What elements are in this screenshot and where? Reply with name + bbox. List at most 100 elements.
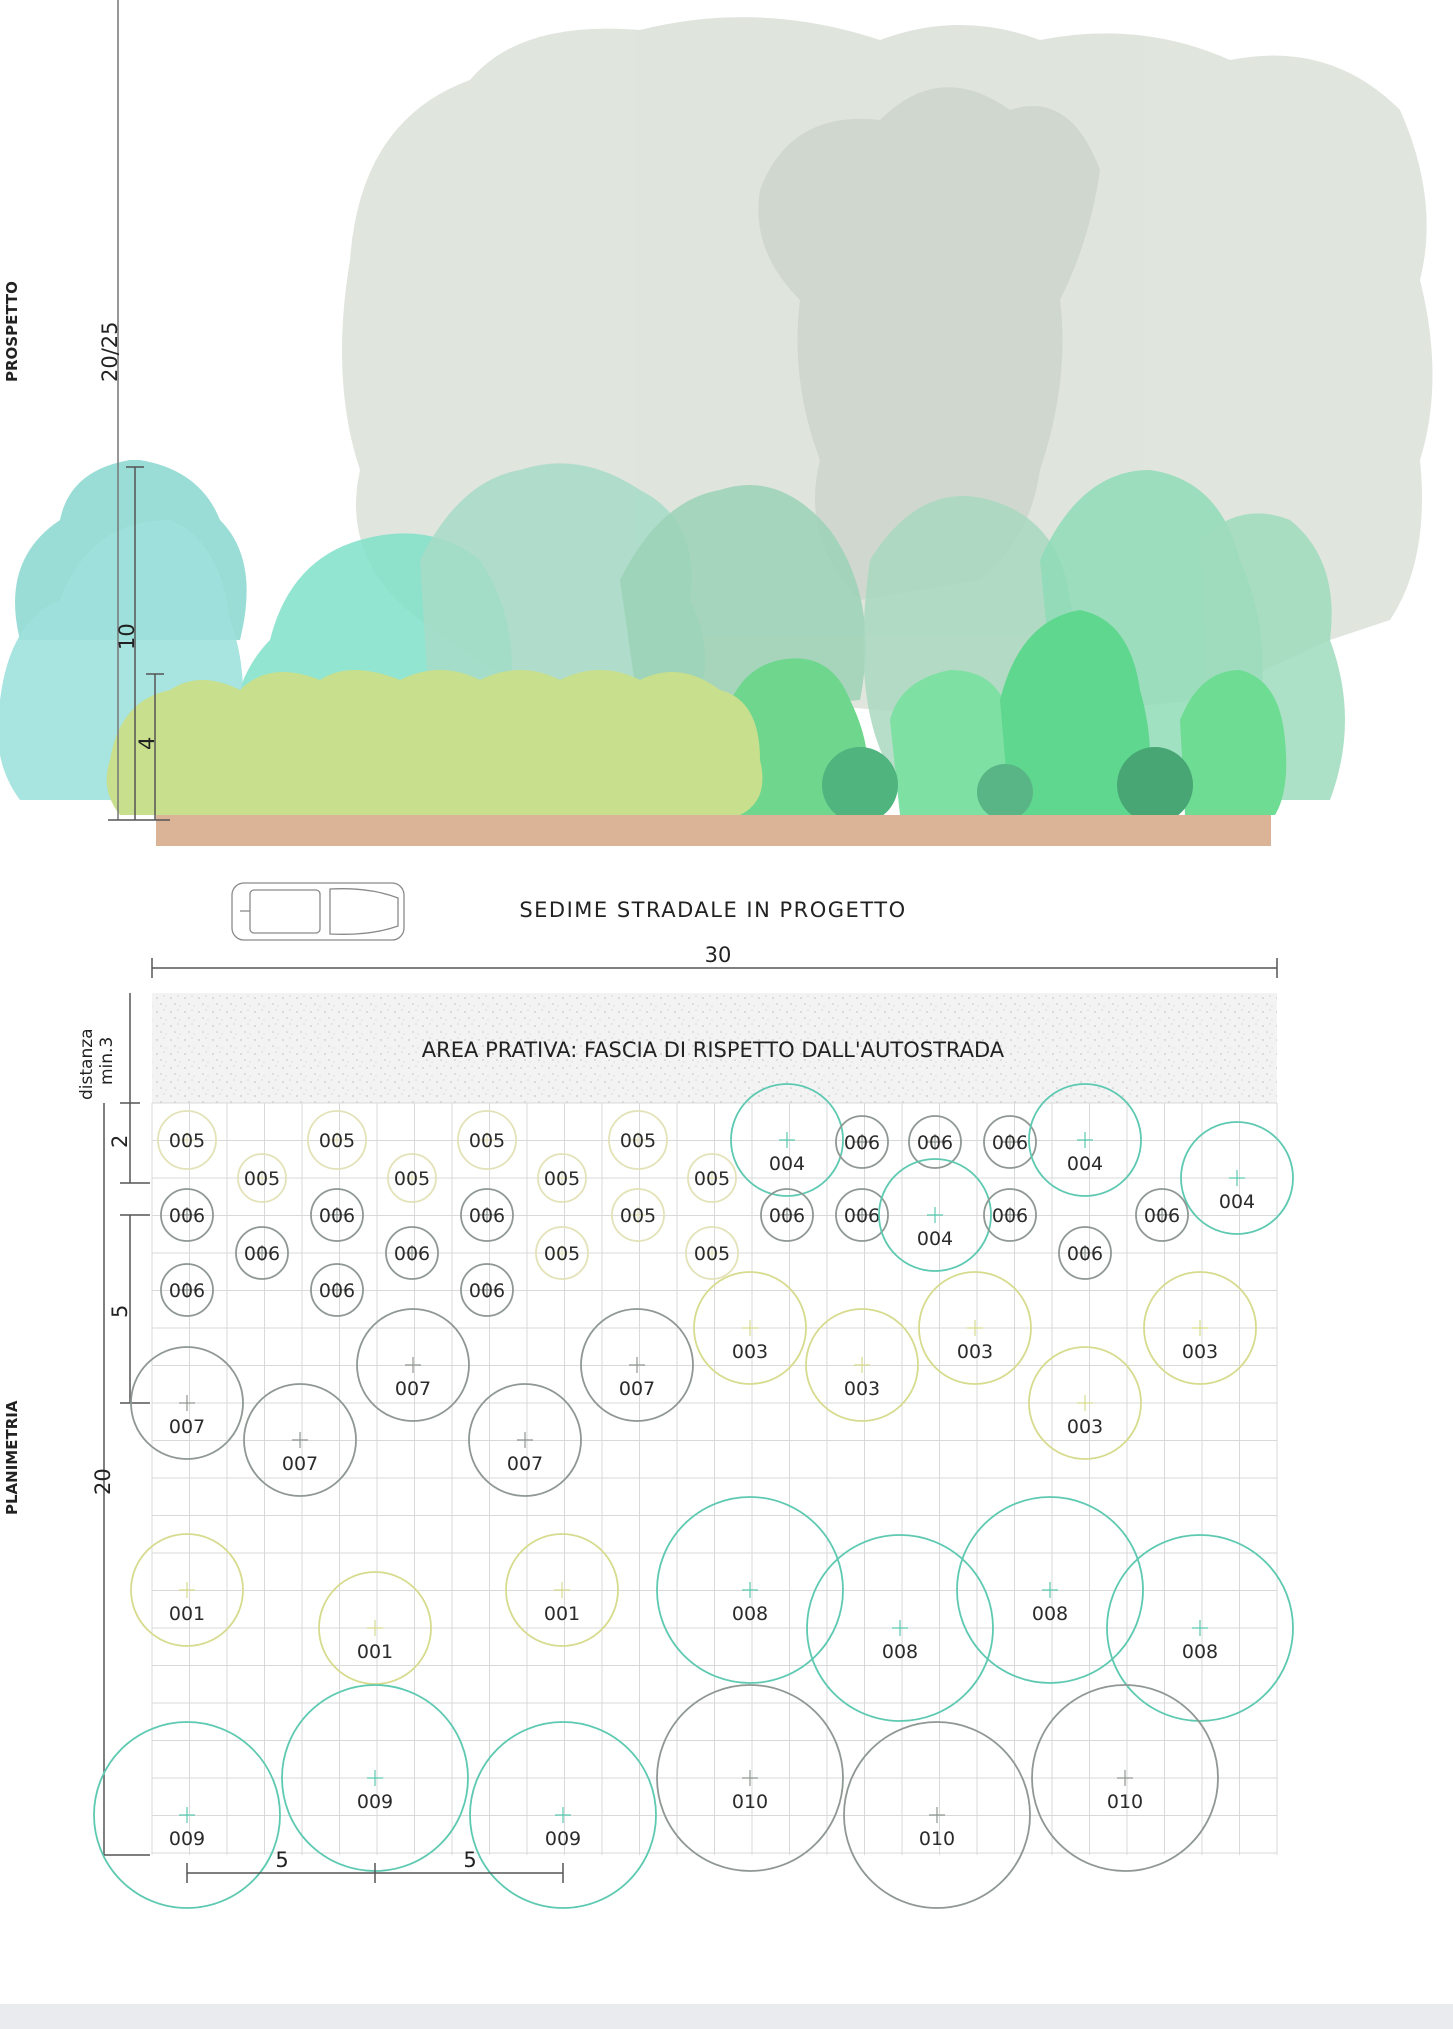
tree-code-label: 006 [469,1280,505,1302]
tree-center-mark [1192,1620,1208,1636]
tree-center-mark [704,1170,720,1186]
tree-center-mark [1077,1245,1093,1261]
tree-code-label: 007 [395,1378,431,1400]
tree-005: 005 [535,1226,589,1280]
tree-code-label: 005 [169,1130,205,1152]
tree-center-mark [517,1432,533,1448]
meadow-buffer-label: AREA PRATIVA: FASCIA DI RISPETTO DALL'AU… [422,1038,1005,1062]
tree-center-mark [927,1134,943,1150]
tree-code-label: 006 [917,1132,953,1154]
tree-canopy-circle [237,1153,287,1203]
tree-008: 008 [806,1534,994,1722]
tree-001: 001 [505,1533,619,1647]
tree-canopy-circle [460,1263,514,1317]
tree-code-label: 010 [1107,1791,1143,1813]
tree-canopy-circle [243,1383,357,1497]
tree-003: 003 [1143,1271,1257,1385]
tree-canopy-circle [835,1188,889,1242]
tree-canopy-circle [535,1226,589,1280]
tree-canopy-circle [608,1110,668,1170]
tree-code-label: 006 [469,1205,505,1227]
tree-center-mark [179,1282,195,1298]
tree-canopy-circle [687,1153,737,1203]
tree-canopy-circle [656,1684,844,1872]
tree-008: 008 [956,1496,1144,1684]
tree-canopy-circle [843,1721,1031,1909]
tree-center-mark [1117,1770,1133,1786]
tree-008: 008 [1106,1534,1294,1722]
tree-code-label: 003 [957,1341,993,1363]
tree-code-label: 001 [357,1641,393,1663]
spacing-dim-2: 5 [463,1848,476,1872]
tree-center-mark [1077,1395,1093,1411]
tree-code-label: 007 [282,1453,318,1475]
tree-code-label: 008 [882,1641,918,1663]
tree-006: 006 [160,1188,214,1242]
tree-canopy-circle [469,1721,657,1909]
tree-center-mark [742,1582,758,1598]
tree-canopy-circle [1135,1188,1189,1242]
tree-code-label: 005 [244,1168,280,1190]
tree-006: 006 [1135,1188,1189,1242]
tree-center-mark [929,1807,945,1823]
tree-005: 005 [537,1153,587,1203]
tree-center-mark [404,1245,420,1261]
tree-code-label: 001 [169,1603,205,1625]
tree-code-label: 005 [544,1243,580,1265]
tree-canopy-circle [307,1110,367,1170]
tree-canopy-circle [1028,1083,1142,1197]
tree-009: 009 [469,1721,657,1909]
tree-code-label: 007 [507,1453,543,1475]
ground-strip [156,815,1271,846]
tree-center-mark [329,1207,345,1223]
elevation-height-canopy: 10 [115,623,139,650]
tree-canopy-circle [908,1115,962,1169]
tree-code-label: 004 [1067,1153,1103,1175]
tree-code-label: 004 [1219,1191,1255,1213]
tree-code-label: 007 [169,1416,205,1438]
tree-code-label: 005 [544,1168,580,1190]
tree-code-label: 005 [620,1205,656,1227]
tree-canopy-circle [356,1308,470,1422]
plan-view: AREA PRATIVA: FASCIA DI RISPETTO DALL'AU… [3,943,1294,1909]
tree-005: 005 [387,1153,437,1203]
tree-code-label: 003 [1067,1416,1103,1438]
tree-canopy-circle [693,1271,807,1385]
tree-canopy-circle [310,1263,364,1317]
tree-006: 006 [460,1188,514,1242]
tree-006: 006 [160,1263,214,1317]
tree-009: 009 [93,1721,281,1909]
tree-canopy-circle [805,1308,919,1422]
tree-canopy-circle [1143,1271,1257,1385]
tree-center-mark [1077,1132,1093,1148]
tree-center-mark [479,1282,495,1298]
tree-center-mark [554,1245,570,1261]
tree-canopy-circle [983,1188,1037,1242]
buffer-dim-line2: min.3 [97,1037,117,1085]
tree-center-mark [404,1170,420,1186]
tree-center-mark [1154,1207,1170,1223]
tree-code-label: 009 [545,1828,581,1850]
tree-canopy-circle [730,1083,844,1197]
car-icon [231,882,405,941]
tree-007: 007 [243,1383,357,1497]
tree-center-mark [479,1207,495,1223]
tree-center-mark [179,1207,195,1223]
tree-code-label: 006 [992,1205,1028,1227]
tree-004: 004 [1028,1083,1142,1197]
tree-center-mark [254,1170,270,1186]
tree-canopy-circle [918,1271,1032,1385]
tree-center-mark [630,1207,646,1223]
tree-canopy-circle [806,1534,994,1722]
tree-code-label: 003 [1182,1341,1218,1363]
tree-004: 004 [1180,1121,1294,1235]
tree-code-label: 007 [619,1378,655,1400]
tree-center-mark [405,1357,421,1373]
row-dim-20: 20 [91,1468,115,1495]
tree-code-label: 006 [1067,1243,1103,1265]
tree-center-mark [742,1770,758,1786]
tree-canopy-circle [1028,1346,1142,1460]
tree-center-mark [892,1620,908,1636]
tree-code-label: 006 [244,1243,280,1265]
